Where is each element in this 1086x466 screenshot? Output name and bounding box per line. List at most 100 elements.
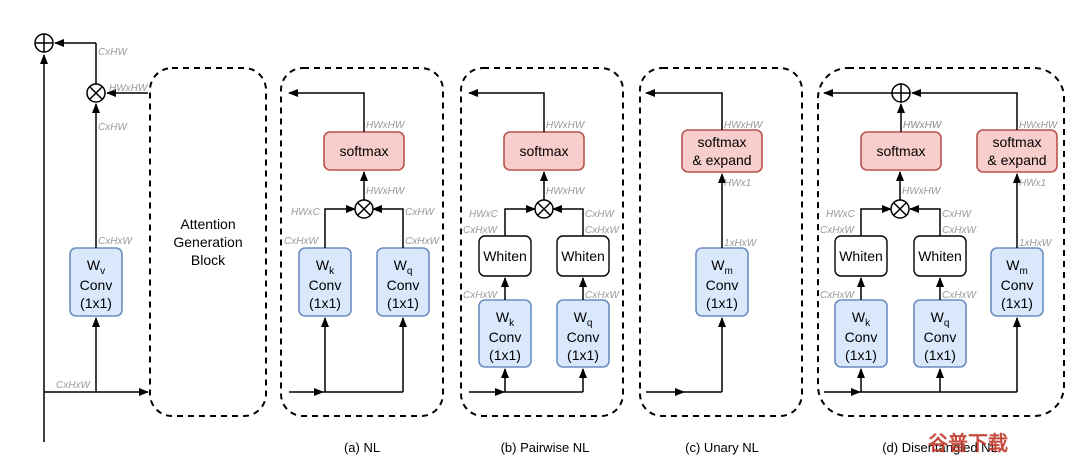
whiten-box: Whiten: [478, 235, 532, 277]
output-wire: [288, 89, 365, 132]
kernel-label: (1x1): [924, 347, 956, 363]
conv-box-wm: Wm Conv (1x1): [990, 247, 1044, 317]
attention-block-label-line2: Generation: [173, 234, 242, 250]
dim-label: 1xHxW: [1019, 238, 1053, 249]
w-sub: m: [724, 266, 732, 277]
output-wire: [645, 89, 723, 130]
watermark: 谷普下载: [928, 431, 1008, 455]
wire: [860, 205, 892, 236]
attention-generation-block: Attention Generation Block: [149, 67, 267, 417]
whiten-box: Whiten: [834, 235, 888, 277]
caption-c: (c) Unary NL: [685, 440, 759, 455]
softmax-label: softmax: [876, 143, 925, 159]
dim-label: HWxC: [469, 209, 499, 220]
svg-text:Wk: Wk: [316, 257, 335, 277]
softmax-box: softmax: [503, 131, 585, 171]
wire: [552, 205, 584, 236]
dim-label: CxHxW: [463, 290, 498, 301]
output-wire: [468, 89, 545, 132]
wire: [909, 205, 941, 236]
kernel-label: (1x1): [1001, 295, 1033, 311]
dim-label: CxHW: [98, 122, 128, 133]
w-sub: k: [509, 318, 515, 329]
dim-label: CxHxW: [820, 290, 855, 301]
w-sub: q: [587, 318, 593, 329]
dim-label: CxHxW: [942, 225, 977, 236]
dim-label: HWxHW: [109, 83, 149, 94]
w-sub: k: [865, 318, 871, 329]
conv-box-wq: Wq Conv (1x1): [556, 299, 610, 368]
w-sub: m: [1019, 266, 1027, 277]
attention-block-label-line1: Attention: [180, 216, 235, 232]
dim-label: HWxHW: [366, 186, 406, 197]
kernel-label: (1x1): [309, 295, 341, 311]
dim-label: CxHW: [585, 209, 615, 220]
dim-label: CxHxW: [463, 225, 498, 236]
whiten-label: Whiten: [918, 248, 962, 264]
kernel-label: (1x1): [489, 347, 521, 363]
whiten-label: Whiten: [561, 248, 605, 264]
wire: [372, 205, 404, 248]
dim-label: HWxHW: [724, 120, 764, 131]
dim-label: HWx1: [1019, 178, 1046, 189]
dim-label: CxHxW: [585, 290, 620, 301]
panel-unary-nl: Wm Conv (1x1) 1xHxW HWx1 softmax & expan…: [639, 67, 803, 417]
w-sub: q: [944, 318, 950, 329]
attention-block-label-line3: Block: [191, 252, 226, 268]
conv-box-wk: Wk Conv (1x1): [478, 299, 532, 368]
wire: [324, 205, 356, 248]
dim-label: HWxHW: [903, 120, 943, 131]
w-sub: k: [329, 266, 335, 277]
dim-label: HWxHW: [366, 120, 406, 131]
softmax-box: softmax: [323, 131, 405, 171]
w-sub: v: [100, 266, 105, 277]
multiply-circle: [86, 83, 106, 103]
dim-label: HWxHW: [902, 186, 942, 197]
kernel-label: (1x1): [567, 347, 599, 363]
conv-label: Conv: [309, 277, 342, 293]
multiply-circle: [534, 199, 554, 219]
svg-text:Wk: Wk: [852, 309, 871, 329]
w-label: W: [394, 257, 408, 273]
w-sub: q: [407, 266, 413, 277]
whiten-label: Whiten: [839, 248, 883, 264]
dim-label: HWxC: [826, 209, 856, 220]
conv-label: Conv: [80, 277, 113, 293]
kernel-label: (1x1): [80, 295, 112, 311]
w-label: W: [711, 257, 725, 273]
dim-label: HWxHW: [546, 120, 586, 131]
conv-box-wm: Wm Conv (1x1): [695, 247, 749, 317]
w-label: W: [1006, 257, 1020, 273]
conv-label: Conv: [567, 329, 600, 345]
whiten-box: Whiten: [913, 235, 967, 277]
softmax-expand-line2: & expand: [987, 152, 1046, 168]
conv-label: Conv: [489, 329, 522, 345]
w-label: W: [496, 309, 510, 325]
conv-box-wv: Wv Conv (1x1): [69, 247, 123, 317]
multiply-circle: [890, 199, 910, 219]
dim-label: CxHxW: [98, 236, 133, 247]
whiten-box: Whiten: [556, 235, 610, 277]
conv-box-wq: Wq Conv (1x1): [376, 247, 430, 317]
dim-label: CxHW: [98, 47, 128, 58]
conv-label: Conv: [706, 277, 739, 293]
w-label: W: [574, 309, 588, 325]
dim-label: HWxHW: [546, 186, 586, 197]
backbone: CxHxW Wv Conv (1x1) CxHxW CxHW HWxHW CxH…: [34, 33, 149, 442]
dim-label: CxHxW: [585, 225, 620, 236]
dim-label: HWxC: [291, 207, 321, 218]
dim-label: CxHxW: [56, 380, 91, 391]
dim-label: CxHW: [942, 209, 972, 220]
dim-label: HWxHW: [903, 120, 943, 131]
caption-d: (d) Disentangled NL: [882, 440, 998, 455]
conv-label: Conv: [924, 329, 957, 345]
wire: [911, 89, 1018, 130]
conv-box-wk: Wk Conv (1x1): [298, 247, 352, 317]
dim-label: CxHxW: [942, 290, 977, 301]
dim-label: CxHxW: [820, 225, 855, 236]
kernel-label: (1x1): [387, 295, 419, 311]
softmax-expand-line1: softmax: [697, 134, 746, 150]
conv-label: Conv: [1001, 277, 1034, 293]
caption-a: (a) NL: [344, 440, 380, 455]
